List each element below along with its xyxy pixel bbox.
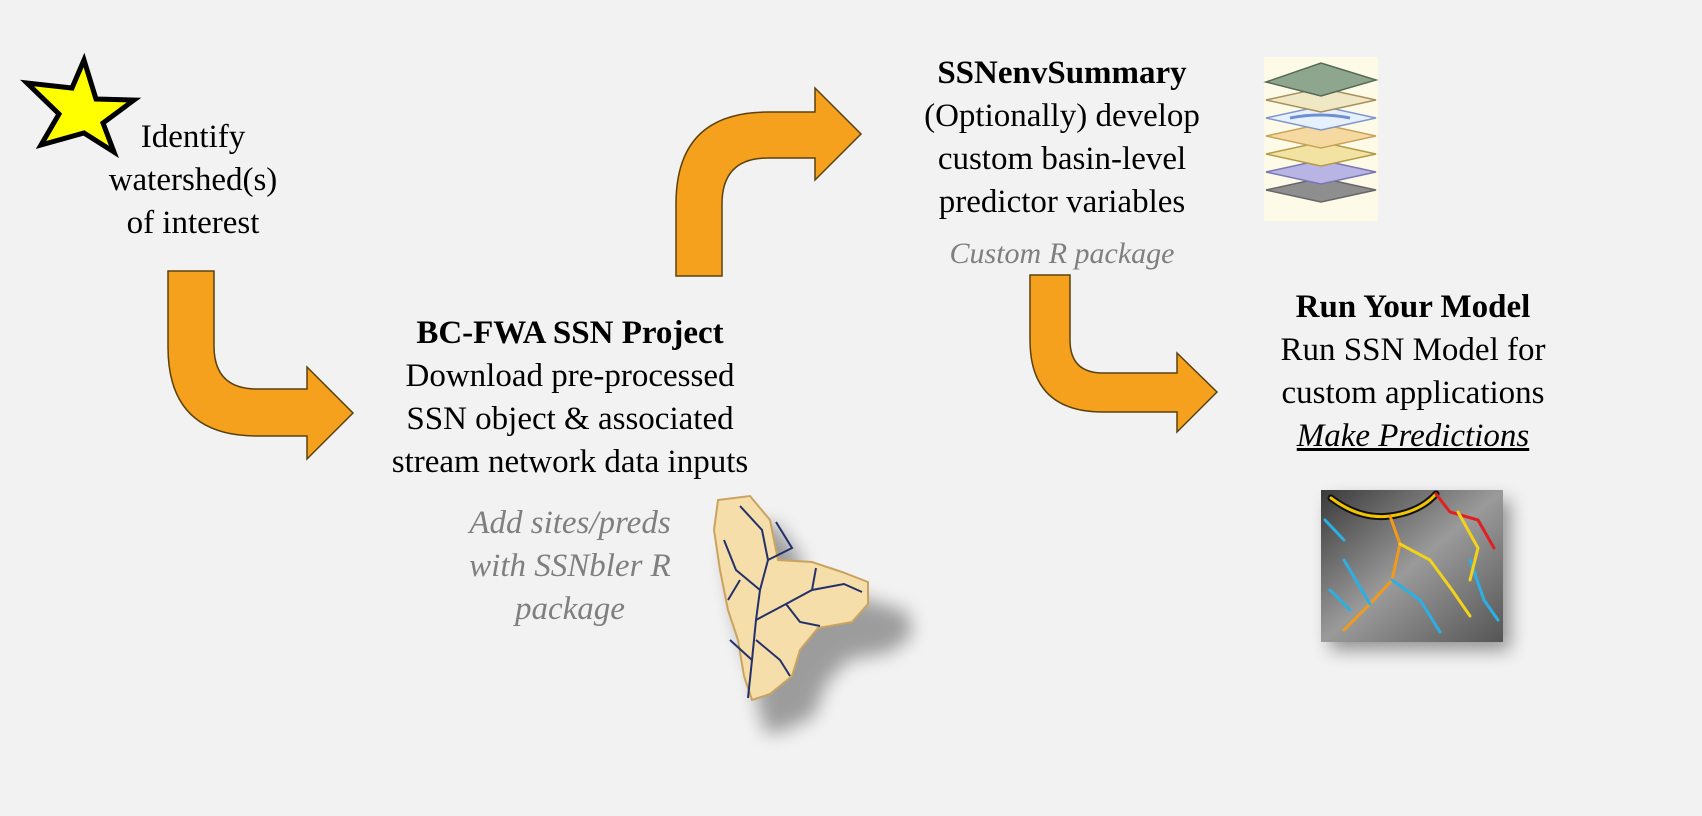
start-line-3: of interest xyxy=(126,205,260,241)
step2-title: SSNenvSummary xyxy=(937,55,1187,91)
step1-block: BC-FWA SSN Project Download pre-processe… xyxy=(330,312,810,484)
start-line-1: Identify xyxy=(140,119,246,155)
step3-line-1: Run SSN Model for xyxy=(1280,332,1546,368)
step1-note-line-3: package xyxy=(515,591,625,627)
step2-line-3: predictor variables xyxy=(938,184,1186,220)
step3-title: Run Your Model xyxy=(1295,289,1531,325)
step1-line-2: SSN object & associated xyxy=(406,401,734,437)
arrow-to-step2 xyxy=(675,86,863,277)
step1-line-3: stream network data inputs xyxy=(391,444,749,480)
make-predictions-link[interactable]: Make Predictions xyxy=(1296,418,1530,454)
start-line-2: watershed(s) xyxy=(108,162,278,198)
step2-block: SSNenvSummary (Optionally) develop custo… xyxy=(862,52,1262,224)
step1-note-line-1: Add sites/preds xyxy=(469,505,671,541)
watershed-map-icon xyxy=(712,494,912,734)
step2-line-1: (Optionally) develop xyxy=(924,98,1200,134)
stream-network-map-icon xyxy=(1321,490,1510,650)
step3-block: Run Your Model Run SSN Model for custom … xyxy=(1228,286,1598,458)
step3-line-2: custom applications xyxy=(1281,375,1545,411)
step1-title: BC-FWA SSN Project xyxy=(416,315,724,351)
gis-layers-icon xyxy=(1263,57,1379,221)
step1-note-line-2: with SSNbler R xyxy=(469,548,671,584)
step2-note: Custom R package xyxy=(949,237,1175,270)
arrow-to-step3 xyxy=(1029,274,1219,434)
start-text: Identify watershed(s) of interest xyxy=(70,116,316,245)
step2-line-2: custom basin-level xyxy=(937,141,1187,177)
step1-note: Add sites/preds with SSNbler R package xyxy=(420,502,720,631)
arrow-to-step1 xyxy=(167,270,355,461)
step1-line-1: Download pre-processed xyxy=(405,358,735,394)
star-icon xyxy=(20,52,142,159)
